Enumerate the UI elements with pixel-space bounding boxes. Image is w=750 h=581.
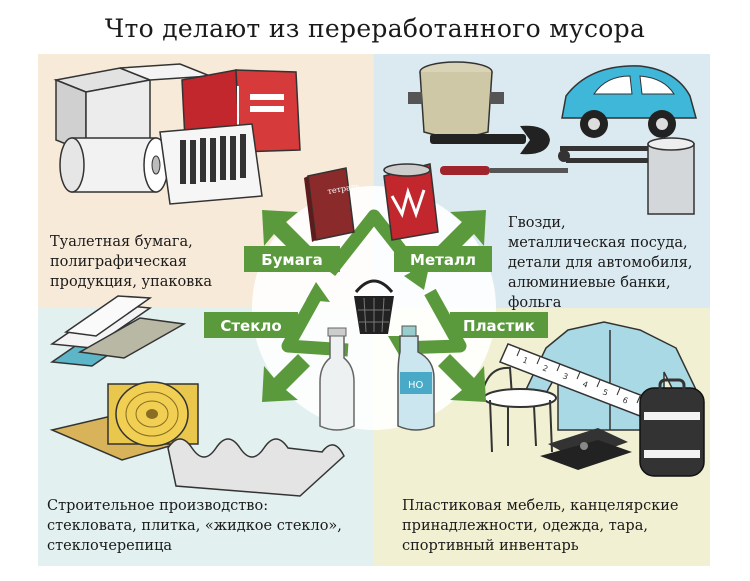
ruler-number: 2 bbox=[541, 363, 549, 373]
backpack-icon bbox=[639, 378, 705, 477]
screwdriver-icon bbox=[440, 166, 568, 175]
ruler-icon bbox=[498, 343, 650, 417]
wrench-icon bbox=[430, 125, 550, 155]
glass-line: стекловата, плитка, «жидкое стекло», bbox=[47, 518, 342, 534]
plastic-bottle-icon: HO bbox=[397, 325, 435, 431]
metal-label: Металл bbox=[410, 251, 476, 269]
ruler-number: 7 bbox=[641, 403, 649, 413]
metal-line: фольга bbox=[508, 295, 562, 311]
glass-bottle-icon bbox=[319, 327, 355, 431]
corrugated-sheet-icon bbox=[167, 438, 345, 497]
plastic-chair-icon bbox=[481, 366, 557, 453]
plastic-label-band bbox=[450, 312, 548, 338]
toilet-paper-roll-icon bbox=[59, 137, 169, 193]
paper-description: Туалетная бумага, полиграфическая продук… bbox=[50, 232, 212, 292]
ruler-number: 6 bbox=[621, 395, 629, 405]
ruler-number: 3 bbox=[561, 371, 569, 381]
plastic-label: Пластик bbox=[463, 317, 535, 335]
glass-label: Стекло bbox=[220, 317, 281, 335]
glass-wool-roll-icon bbox=[49, 381, 199, 461]
ruler-number: 5 bbox=[601, 387, 609, 397]
nails-icon bbox=[558, 146, 656, 163]
ruler-numbers: 1 2 3 4 5 6 7 bbox=[521, 355, 649, 413]
hole-punch-icon bbox=[540, 428, 632, 470]
recycling-diagram: Бумага Металл Стекло Пластик тетрадь bbox=[204, 163, 548, 431]
plastic-line: Пластиковая мебель, канцелярские bbox=[402, 498, 679, 514]
paper-label-band bbox=[244, 246, 340, 272]
plastic-description: Пластиковая мебель, канцелярские принадл… bbox=[402, 496, 679, 556]
ruler-number: 4 bbox=[581, 379, 589, 389]
paper-line: Туалетная бумага, bbox=[50, 234, 193, 250]
metal-line: детали для автомобиля, bbox=[508, 255, 693, 271]
tiles-icon bbox=[49, 295, 187, 367]
paper-label: Бумага bbox=[261, 251, 323, 269]
metal-label-band bbox=[394, 246, 492, 272]
ruler-number: 1 bbox=[521, 355, 529, 365]
basket-icon bbox=[354, 279, 394, 334]
glass-description: Строительное производство: стекловата, п… bbox=[47, 496, 342, 556]
glass-label-band bbox=[204, 312, 298, 338]
metal-can-icon bbox=[647, 137, 695, 215]
paper-line: полиграфическая bbox=[50, 254, 187, 270]
car-icon bbox=[561, 65, 697, 138]
page-title: Что делают из переработанного мусора bbox=[104, 14, 646, 43]
metal-line: металлическая посуда, bbox=[508, 235, 688, 251]
cooking-pot-icon bbox=[408, 61, 504, 138]
glass-line: стеклочерепица bbox=[47, 538, 173, 554]
paper-line: продукция, упаковка bbox=[50, 274, 213, 290]
plastic-line: принадлежности, одежда, тара, bbox=[402, 518, 648, 534]
glass-line: Строительное производство: bbox=[47, 498, 269, 514]
plastic-line: спортивный инвентарь bbox=[402, 538, 579, 554]
crushed-can-icon bbox=[383, 163, 439, 241]
newspaper-icon bbox=[159, 123, 263, 205]
bottle-label: HO bbox=[408, 380, 424, 391]
metal-line: алюминиевые банки, bbox=[508, 275, 671, 291]
metal-line: Гвозди, bbox=[508, 215, 566, 231]
metal-description: Гвозди, металлическая посуда, детали для… bbox=[508, 213, 693, 313]
